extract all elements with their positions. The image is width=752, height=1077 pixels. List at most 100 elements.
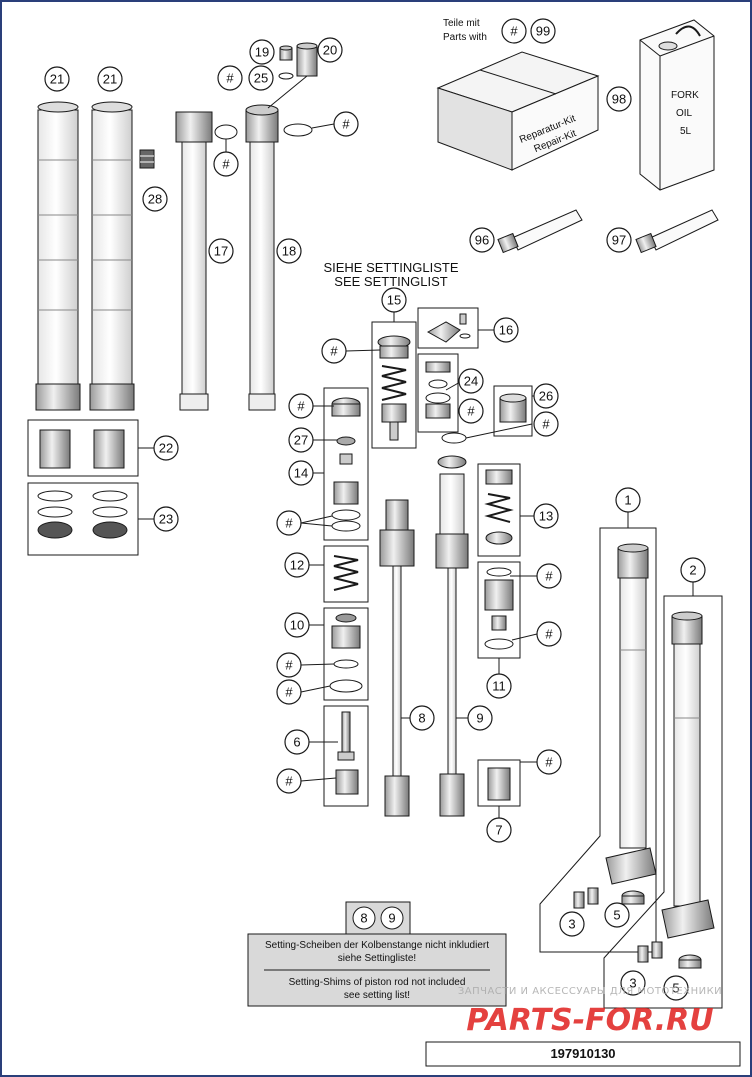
svg-text:9: 9 (388, 911, 395, 926)
outline-fork-1 (539, 527, 657, 953)
callout-7[interactable]: 7 (486, 817, 512, 843)
callout-12[interactable]: 12 (284, 552, 310, 578)
callout-15[interactable]: 15 (381, 287, 407, 313)
callout-22[interactable]: 22 (153, 435, 179, 461)
fork-leg-1 (605, 543, 657, 885)
group-24-seals (417, 353, 459, 433)
callout-25[interactable]: 25 (248, 65, 274, 91)
callout-5a[interactable]: 5 (604, 902, 630, 928)
callout-hash-7[interactable]: # (536, 749, 562, 775)
note-tab-9[interactable]: 9 (380, 906, 404, 930)
group-26-cap (493, 385, 533, 437)
oil-label-1: FORK (671, 90, 699, 101)
svg-text:26: 26 (539, 389, 553, 404)
part-28-clip (139, 149, 155, 169)
group-23-seals (27, 482, 154, 556)
o-ring (283, 123, 313, 137)
callout-hash-14a[interactable]: # (288, 393, 314, 419)
callout-6[interactable]: 6 (284, 729, 310, 755)
group-10-piston (323, 607, 369, 701)
inner-tube-18 (245, 104, 279, 411)
repair-kit-box: Reparatur-Kit Repair-Kit (436, 51, 600, 171)
svg-text:12: 12 (290, 558, 304, 573)
parts-with-label-en: Parts with (443, 32, 487, 43)
callout-hash-17[interactable]: # (213, 151, 239, 177)
svg-text:20: 20 (323, 43, 337, 58)
callout-hash-26[interactable]: # (533, 411, 559, 437)
callout-label: 21 (50, 72, 64, 87)
callout-97[interactable]: 97 (606, 227, 632, 253)
svg-text:#: # (285, 685, 293, 700)
svg-text:6: 6 (293, 735, 300, 750)
note-de-line1: Setting-Scheiben der Kolbenstange nicht … (265, 940, 489, 951)
o-ring (441, 432, 467, 444)
callout-2[interactable]: 2 (680, 557, 706, 583)
svg-text:3: 3 (629, 976, 636, 991)
svg-text:#: # (297, 399, 305, 414)
damper-rod-8 (379, 499, 415, 817)
callout-hash-11a[interactable]: # (536, 563, 562, 589)
group-12-spring (323, 545, 369, 603)
svg-text:28: 28 (148, 192, 162, 207)
svg-text:13: 13 (539, 509, 553, 524)
drawing-number-box (425, 1041, 741, 1067)
callout-3b[interactable]: 3 (620, 970, 646, 996)
callout-hash-10b[interactable]: # (276, 679, 302, 705)
callout-98[interactable]: 98 (606, 86, 632, 112)
callout-hash-14b[interactable]: # (276, 510, 302, 536)
callout-13[interactable]: 13 (533, 503, 559, 529)
part-3-bolts-b (637, 941, 663, 963)
part-25-washer (278, 72, 294, 80)
callout-label: 21 (103, 72, 117, 87)
callout-21-left[interactable]: 21 (44, 66, 70, 92)
callout-28[interactable]: 28 (142, 186, 168, 212)
callout-27[interactable]: 27 (288, 427, 314, 453)
svg-text:8: 8 (418, 711, 425, 726)
svg-text:27: 27 (294, 433, 308, 448)
callout-1[interactable]: 1 (615, 487, 641, 513)
callout-21-right[interactable]: 21 (97, 66, 123, 92)
svg-text:97: 97 (612, 233, 626, 248)
callout-hash-24[interactable]: # (458, 398, 484, 424)
callout-23[interactable]: 23 (153, 506, 179, 532)
callout-20[interactable]: 20 (317, 37, 343, 63)
callout-18[interactable]: 18 (276, 238, 302, 264)
callout-hash-11b[interactable]: # (536, 621, 562, 647)
svg-text:#: # (285, 516, 293, 531)
svg-text:3: 3 (568, 917, 575, 932)
callout-hash-15[interactable]: # (321, 338, 347, 364)
callout-hash-18[interactable]: # (333, 111, 359, 137)
callout-8[interactable]: 8 (409, 705, 435, 731)
callout-5b[interactable]: 5 (663, 975, 689, 1001)
note-en-line2: see setting list! (344, 990, 410, 1001)
callout-99[interactable]: 99 (530, 18, 556, 44)
callout-26[interactable]: 26 (533, 383, 559, 409)
callout-14[interactable]: 14 (288, 460, 314, 486)
callout-hash-10a[interactable]: # (276, 652, 302, 678)
callout-hash-99[interactable]: # (501, 18, 527, 44)
group-15-cartridge (371, 321, 417, 449)
svg-text:#: # (467, 404, 475, 419)
callout-17[interactable]: 17 (208, 238, 234, 264)
note-tab-8[interactable]: 8 (352, 906, 376, 930)
parts-with-label-de: Teile mit (443, 18, 480, 29)
callout-hash-6[interactable]: # (276, 768, 302, 794)
svg-text:8: 8 (360, 911, 367, 926)
callout-19[interactable]: 19 (249, 39, 275, 65)
svg-text:#: # (342, 117, 350, 132)
callout-24[interactable]: 24 (458, 368, 484, 394)
callout-hash-25[interactable]: # (217, 65, 243, 91)
svg-text:#: # (330, 344, 338, 359)
callout-16[interactable]: 16 (493, 317, 519, 343)
svg-text:14: 14 (294, 466, 308, 481)
svg-text:#: # (226, 71, 234, 86)
callout-96[interactable]: 96 (469, 227, 495, 253)
callout-10[interactable]: 10 (284, 612, 310, 638)
outer-tube-left (35, 101, 81, 411)
callout-9[interactable]: 9 (467, 705, 493, 731)
fork-oil-can: FORK OIL 5L (639, 19, 715, 191)
group-6-valve (323, 705, 369, 807)
callout-11[interactable]: 11 (486, 673, 512, 699)
callout-3a[interactable]: 3 (559, 911, 585, 937)
